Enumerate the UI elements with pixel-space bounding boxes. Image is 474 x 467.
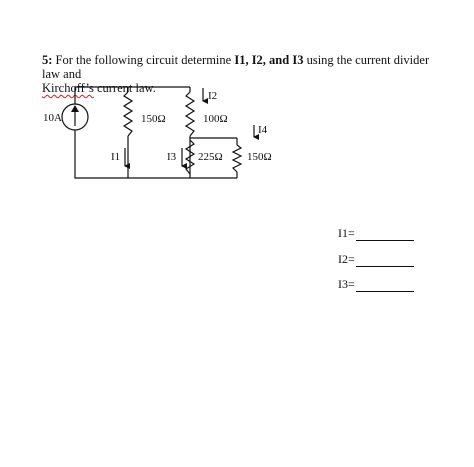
resistor-r3 xyxy=(184,139,196,175)
up-arrow-icon xyxy=(71,105,79,112)
i4-label: I4 xyxy=(258,124,268,136)
current-source xyxy=(61,103,89,131)
r4-label: 150Ω xyxy=(247,151,272,163)
question-number: 5: xyxy=(42,53,53,67)
answer-i1[interactable]: I1= xyxy=(338,226,414,241)
r1-label: 150Ω xyxy=(141,113,166,125)
i3-label: I3 xyxy=(167,151,177,163)
answer-i3[interactable]: I3= xyxy=(338,277,414,292)
kirchoff-word: Kirchoff’s xyxy=(42,81,94,95)
question-text: 5: For the following circuit determine I… xyxy=(42,53,442,95)
answer-i2-label: I2= xyxy=(338,252,355,266)
question-targets: I1, I2, and I3 xyxy=(234,53,304,67)
answer-i2-blank[interactable] xyxy=(355,255,414,267)
question-text-middle: using the current divider law and xyxy=(42,53,430,81)
answer-i1-blank[interactable] xyxy=(355,229,414,241)
source-label: 10A xyxy=(43,112,62,124)
bottom-wire-left xyxy=(74,130,190,179)
question-text-after: current law. xyxy=(93,81,156,95)
r3-label: 225Ω xyxy=(198,151,223,163)
answer-i3-blank[interactable] xyxy=(355,280,414,292)
r2-label: 100Ω xyxy=(203,113,228,125)
question-text-before: For the following circuit determine xyxy=(52,53,235,67)
resistor-r2 xyxy=(184,91,196,137)
answer-i2[interactable]: I2= xyxy=(338,252,414,267)
answer-i1-label: I1= xyxy=(338,226,355,240)
answer-i3-label: I3= xyxy=(338,277,355,291)
i1-label: I1 xyxy=(111,151,120,163)
resistor-r4 xyxy=(231,144,243,173)
resistor-r1 xyxy=(122,91,134,137)
circuit-wires xyxy=(74,86,238,179)
top-wire xyxy=(74,86,190,104)
i2-label: I2 xyxy=(208,90,217,102)
